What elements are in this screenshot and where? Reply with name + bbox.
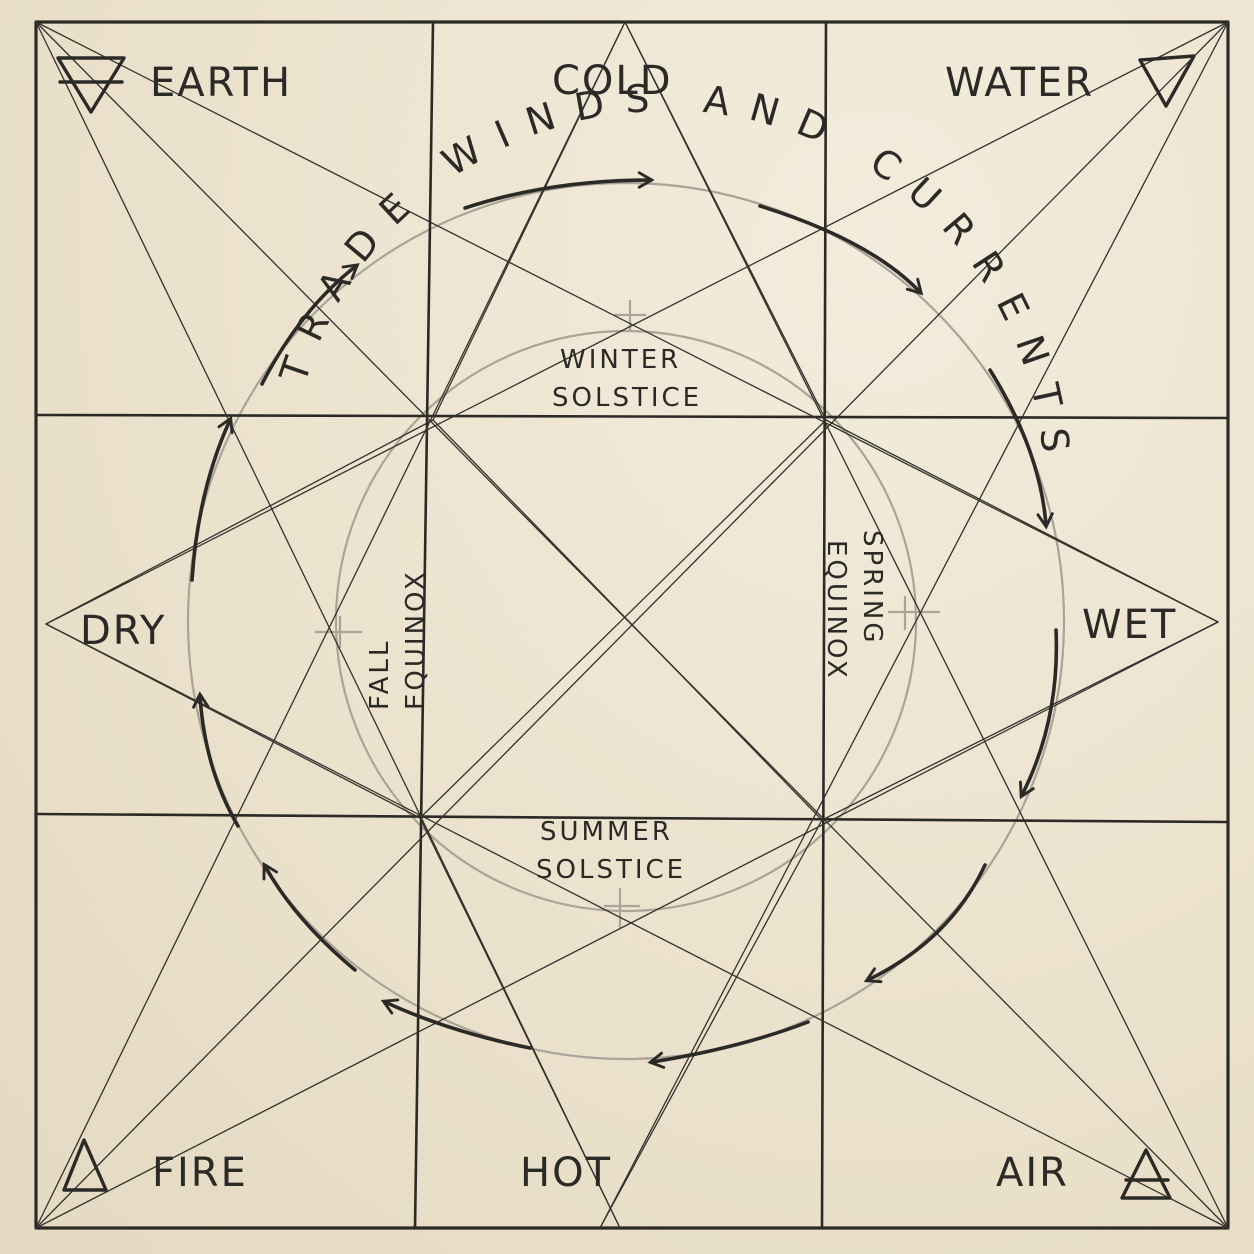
arrow-top-far-left: [260, 263, 360, 386]
arrow-right-upper: [988, 368, 1054, 530]
grid-lines: [34, 20, 1230, 1230]
arrow-top-left: [463, 171, 655, 210]
arrow-bottom-left: [380, 998, 532, 1050]
arrow-top-right: [758, 204, 924, 296]
element-symbols: [56, 54, 1196, 1200]
label-fall-group-2: EQUINOX: [401, 569, 431, 710]
outer-pencil-circle: [186, 181, 1066, 1061]
label-cold: COLD: [552, 58, 673, 104]
label-fall-line1: FALL: [365, 639, 395, 710]
label-fall-line2: EQUINOX: [401, 569, 431, 710]
arrow-bottom-right: [863, 863, 987, 984]
label-spring-group: SPRING: [857, 530, 887, 646]
label-winter-line1: WINTER: [560, 345, 681, 375]
pencil-tick-marks: [315, 300, 940, 928]
air-symbol-icon: [1120, 1148, 1172, 1200]
water-symbol-icon: [1138, 54, 1196, 108]
label-spring-line2: EQUINOX: [821, 540, 851, 681]
label-fall-group: FALL: [365, 639, 395, 710]
arrow-left-lower: [262, 861, 357, 972]
outer-frame: [34, 20, 1230, 1230]
label-dry: DRY: [80, 608, 166, 654]
label-air: AIR: [996, 1150, 1069, 1196]
earth-symbol-icon: [56, 56, 126, 114]
label-wet: WET: [1082, 602, 1177, 648]
fire-symbol-icon: [62, 1138, 108, 1192]
label-earth: EARTH: [150, 60, 292, 106]
arrow-left-upper: [190, 415, 234, 582]
star-construction-lines: [35, 21, 1229, 1229]
label-fire: FIRE: [152, 1150, 248, 1196]
arrow-right-lower: [1019, 628, 1059, 800]
label-spring-line1: SPRING: [857, 530, 887, 646]
arrow-left-mid: [192, 691, 240, 828]
label-trade-winds: TRADE WINDS AND CURRENTS: [271, 75, 1079, 474]
trade-winds-path-text: TRADE WINDS AND CURRENTS: [271, 75, 1059, 474]
circulation-arrows: [190, 171, 1059, 1069]
label-summer-line2: SOLSTICE: [536, 855, 686, 885]
label-spring-group-2: EQUINOX: [821, 540, 851, 681]
label-summer-line1: SUMMER: [540, 817, 673, 847]
arrow-bottom-mid: [647, 1020, 810, 1069]
label-hot: HOT: [520, 1150, 612, 1196]
label-water: WATER: [945, 60, 1094, 106]
label-winter-line2: SOLSTICE: [552, 383, 702, 413]
